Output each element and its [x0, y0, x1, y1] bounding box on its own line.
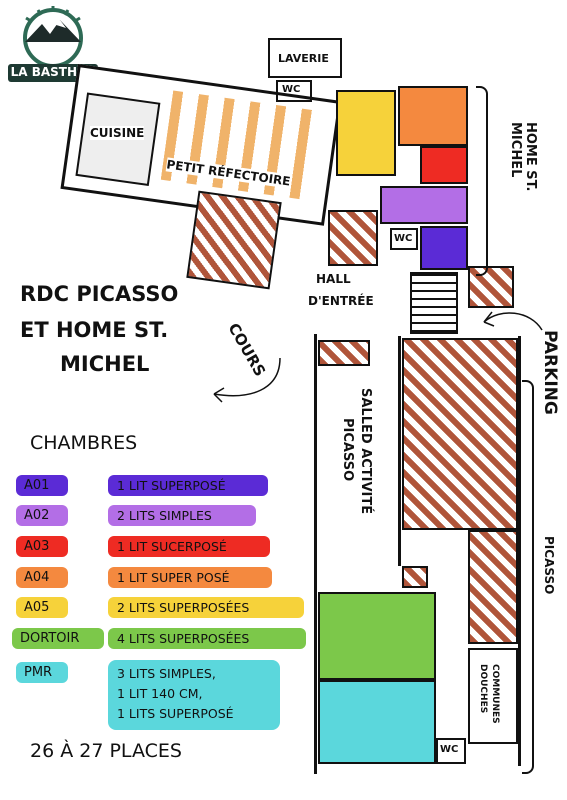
refectoire-tables: [160, 90, 322, 201]
hall-label-2: D'ENTRÉE: [308, 294, 374, 308]
room-dortoir: [318, 592, 436, 680]
picasso-wall-left: [314, 334, 317, 774]
pmr-line-2: 1 LIT 140 CM,: [117, 686, 203, 701]
hatched-room: [468, 266, 514, 308]
hatched-room: [468, 530, 518, 644]
room-a01: [420, 226, 468, 270]
legend-desc-dortoir: 4 LITS SUPERPOSÉES: [108, 628, 306, 649]
legend-code-a02: A02: [16, 505, 68, 526]
pmr-line-1: 3 LITS SIMPLES,: [117, 666, 216, 681]
legend-code-a05: A05: [16, 597, 68, 618]
wc-pmr-room: [436, 738, 466, 764]
hatched-room: [402, 566, 428, 588]
legend-desc-pmr: 3 LITS SIMPLES, 1 LIT 140 CM, 1 LITS SUP…: [108, 660, 280, 730]
legend-desc-a04: 1 LIT SUPER POSÉ: [108, 567, 272, 588]
picasso-bracket: [522, 380, 534, 774]
hatched-room: [186, 190, 282, 290]
wc-a01-room: [390, 228, 418, 250]
wc-pmr-label: WC: [440, 744, 459, 755]
cours-arrow-icon: [213, 357, 281, 403]
hatched-room: [328, 210, 378, 266]
wc-a01-label: WC: [394, 233, 413, 244]
legend-heading: CHAMBRES: [30, 432, 138, 454]
hall-label-1: HALL: [316, 272, 351, 286]
legend-desc-a05: 2 LITS SUPERPOSÉES: [108, 597, 304, 618]
legend-desc-a03: 1 LIT SUCERPOSÉ: [108, 536, 270, 557]
legend-desc-a02: 2 LITS SIMPLES: [108, 505, 256, 526]
legend-code-a03: A03: [16, 536, 68, 557]
communes-label: COMMUNES: [490, 664, 500, 724]
room-a03: [420, 146, 468, 184]
plan-title-line1: RDC PICASSO: [20, 282, 179, 306]
douches-label: DOUCHES: [478, 664, 488, 714]
legend-code-a01: A01: [16, 475, 68, 496]
corridor-wall: [398, 336, 401, 566]
wc-top-room: [276, 80, 312, 102]
parking-arrow-icon: [483, 311, 543, 331]
home-bracket: [476, 86, 488, 276]
laverie-room: [268, 38, 342, 78]
room-a04: [398, 86, 468, 146]
picasso-wall-right: [518, 336, 521, 766]
hatched-room: [318, 340, 370, 366]
logo-text: LA BASTHUS: [10, 65, 96, 79]
staircase: [410, 272, 458, 334]
room-pmr: [318, 680, 436, 764]
legend-desc-a01: 1 LIT SUPERPOSÉ: [108, 475, 268, 496]
cuisine-label: CUISINE: [90, 126, 145, 140]
legend-code-dortoir: DORTOIR: [12, 628, 104, 649]
pmr-line-3: 1 LITS SUPERPOSÉ: [117, 706, 234, 721]
legend-code-a04: A04: [16, 567, 68, 588]
douches-room: [468, 648, 518, 744]
plan-title-line2: ET HOME ST.: [20, 318, 169, 342]
mountain-logo-icon: [23, 6, 83, 68]
hatched-room: [402, 338, 518, 530]
home-st-michel-label: HOME ST. MICHEL: [508, 122, 538, 192]
legend-code-pmr: PMR: [16, 662, 68, 683]
laverie-label: LAVERIE: [278, 52, 329, 65]
wc-top-label: WC: [282, 84, 301, 95]
salle-activite-label-2: PICASSO: [340, 418, 355, 482]
plan-title-line3: MICHEL: [60, 352, 150, 376]
room-a02: [380, 186, 468, 224]
picasso-label: PICASSO: [542, 536, 556, 595]
total-places: 26 À 27 PLACES: [30, 740, 182, 762]
room-a05: [336, 90, 396, 176]
parking-label: PARKING: [540, 330, 560, 415]
salle-activite-label: SALLED ACTIVITÉ: [358, 388, 373, 515]
